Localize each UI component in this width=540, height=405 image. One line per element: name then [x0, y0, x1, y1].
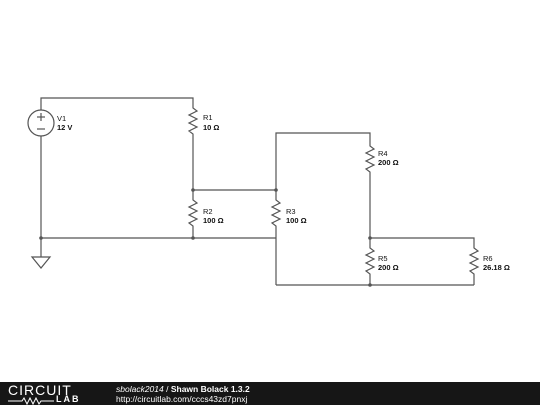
logo-resistor-icon: [8, 397, 54, 405]
resistor-icon: [270, 198, 282, 229]
junction-dot: [368, 283, 372, 287]
wire-top: [40, 97, 194, 110]
resistor-icon: [364, 144, 376, 174]
resistor-r2[interactable]: R2 100 Ω: [187, 198, 224, 229]
r5-value: 200 Ω: [378, 263, 399, 272]
voltage-source-v1[interactable]: V1 12 V: [27, 109, 72, 137]
logo-sub: LAB: [56, 394, 81, 404]
junction-dot: [191, 188, 195, 192]
r2-value: 100 Ω: [203, 216, 224, 225]
logo-word: CIRCUIT: [8, 382, 72, 398]
circuit-credit: sbolack2014 / Shawn Bolack 1.3.2: [116, 384, 250, 394]
v1-value: 12 V: [57, 123, 72, 132]
resistor-icon: [364, 246, 376, 276]
resistor-icon: [187, 106, 199, 136]
resistor-r4[interactable]: R4 200 Ω: [364, 144, 399, 174]
junctions: [39, 188, 372, 287]
resistor-r1[interactable]: R1 10 Ω: [187, 106, 219, 136]
v1-name: V1: [57, 114, 66, 123]
r1-name: R1: [203, 113, 213, 122]
footer-bar: CIRCUIT LAB sbolack2014 / Shawn Bolack 1…: [0, 382, 540, 405]
r6-value: 26.18 Ω: [483, 263, 510, 272]
ground-icon: [30, 256, 52, 269]
resistor-r5[interactable]: R5 200 Ω: [364, 246, 399, 276]
circuitlab-logo[interactable]: CIRCUIT LAB: [8, 382, 100, 405]
circuit-url[interactable]: http://circuitlab.com/cccs43zd7pnxj: [116, 394, 248, 404]
author-username[interactable]: sbolack2014: [116, 384, 164, 394]
r1-value: 10 Ω: [203, 123, 219, 132]
junction-dot: [39, 236, 43, 240]
wire-r5-r6-top: [370, 237, 475, 246]
r4-name: R4: [378, 149, 388, 158]
voltage-source-icon: [27, 109, 55, 137]
r4-value: 200 Ω: [378, 158, 399, 167]
wires: [40, 97, 475, 286]
r5-name: R5: [378, 254, 388, 263]
junction-dot: [274, 188, 278, 192]
credit-separator: /: [163, 384, 171, 394]
junction-dot: [368, 236, 372, 240]
junction-dot: [191, 236, 195, 240]
circuit-title[interactable]: Shawn Bolack 1.3.2: [170, 384, 250, 394]
r3-value: 100 Ω: [286, 216, 307, 225]
r6-name: R6: [483, 254, 493, 263]
resistor-icon: [187, 198, 199, 229]
resistor-r6[interactable]: R6 26.18 Ω: [468, 246, 510, 276]
resistor-r3[interactable]: R3 100 Ω: [270, 198, 307, 229]
schematic-canvas: V1 12 V R1 10 Ω R2 100 Ω R3 100 Ω R4 200…: [27, 97, 510, 287]
resistor-icon: [468, 246, 480, 276]
r2-name: R2: [203, 207, 213, 216]
r3-name: R3: [286, 207, 296, 216]
wire-r3-r4: [275, 132, 371, 198]
